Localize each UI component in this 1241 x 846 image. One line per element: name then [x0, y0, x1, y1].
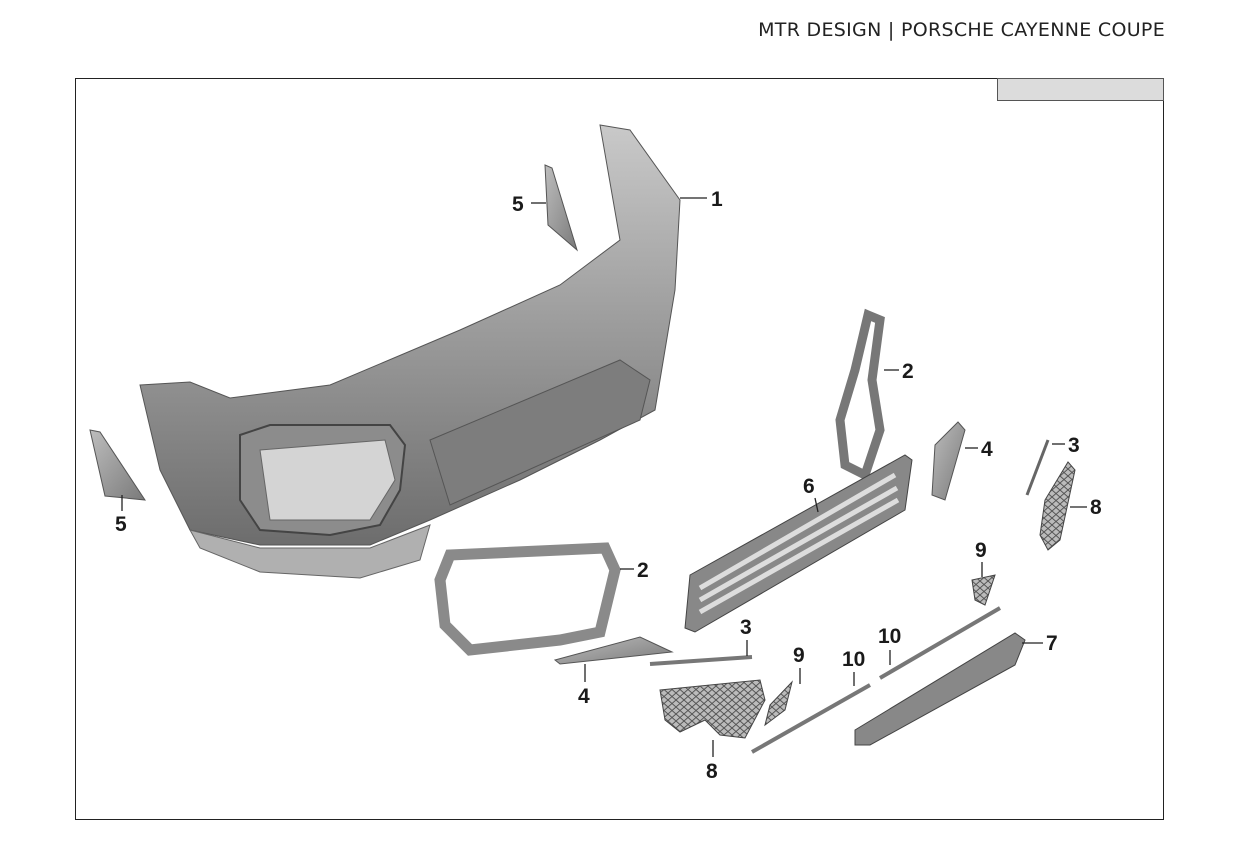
front-bumper-part	[139, 124, 681, 579]
document-title: MTR DESIGN | PORSCHE CAYENNE COUPE	[758, 19, 1165, 41]
callout-5: 5	[512, 193, 524, 216]
callout-9: 9	[793, 644, 805, 667]
trim-strip-right-part	[1025, 439, 1050, 496]
callout-10: 10	[842, 648, 866, 671]
mesh-grille-left-part	[659, 679, 766, 739]
air-intake-frame-right-part	[835, 308, 885, 482]
corner-tab	[997, 78, 1164, 101]
corner-piece-top-part	[544, 164, 578, 252]
small-mesh-right-part	[971, 574, 996, 606]
mesh-grille-right-part	[1039, 461, 1076, 551]
lower-strip-left-part	[751, 683, 871, 754]
callout-3: 3	[1068, 434, 1080, 457]
callout-4: 4	[981, 438, 993, 461]
callout-7: 7	[1046, 632, 1058, 655]
callout-3: 3	[740, 616, 752, 639]
lower-strip-right-part	[878, 606, 1002, 680]
leader-lines	[121, 197, 1087, 757]
callout-4: 4	[578, 685, 590, 708]
callout-2: 2	[902, 360, 914, 383]
center-grille-part	[684, 454, 913, 633]
callout-10: 10	[878, 625, 902, 648]
callout-9: 9	[975, 539, 987, 562]
callout-8: 8	[706, 760, 718, 783]
callout-1: 1	[711, 188, 723, 211]
callout-2: 2	[637, 559, 649, 582]
callout-6: 6	[803, 475, 815, 498]
air-intake-frame-left-part	[434, 542, 621, 656]
corner-piece-left-part	[89, 429, 146, 501]
diagram-frame	[75, 78, 1164, 820]
small-mesh-left-part	[764, 680, 793, 727]
side-trim-right-part	[931, 421, 966, 501]
side-trim-left-part	[553, 636, 674, 665]
trim-strip-left-part	[649, 655, 753, 666]
callout-5: 5	[115, 513, 127, 536]
callout-8: 8	[1090, 496, 1102, 519]
lower-lip-part	[854, 632, 1026, 746]
